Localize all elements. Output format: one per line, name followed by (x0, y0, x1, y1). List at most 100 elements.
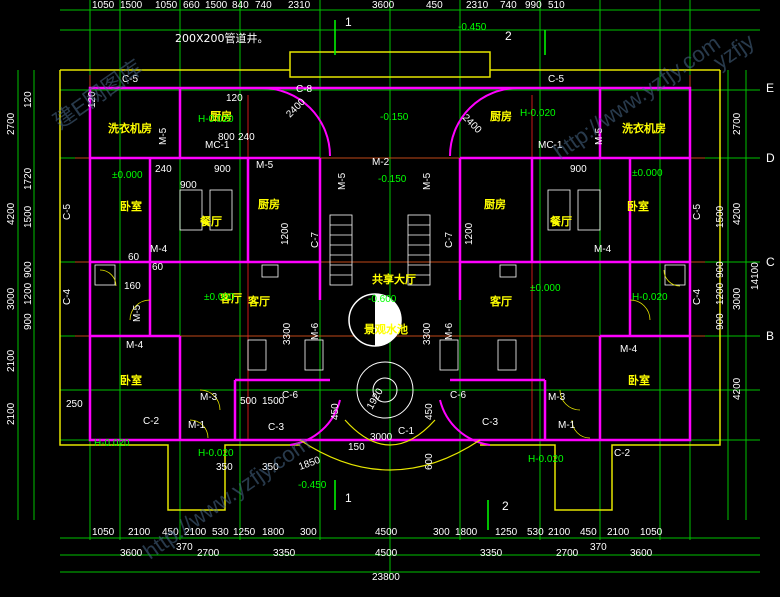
door-tag: M-4 (620, 344, 638, 355)
interior-dim: 160 (124, 281, 141, 292)
left-dim: 3000 (6, 287, 17, 310)
door-tag: M-6 (444, 322, 455, 340)
top-dim: 2310 (466, 0, 489, 11)
hall-bay (299, 419, 481, 471)
bottom-dim: 530 (212, 527, 229, 538)
room-bedroom-br: 卧室 (628, 373, 650, 387)
room-kitchen2-right: 厨房 (484, 197, 506, 211)
interior-dim: 240 (238, 132, 255, 143)
room-shared-hall: 共享大厅 (372, 272, 416, 286)
left-dim: 2100 (6, 349, 17, 372)
left-dim: 1720 (23, 167, 34, 190)
total-height: 14100 (750, 262, 761, 290)
left-dim: 1500 (23, 205, 34, 228)
top-dim: 2310 (288, 0, 311, 11)
shaft-note: 200X200管道井。 (175, 31, 269, 45)
room-bedroom-tl: 卧室 (120, 199, 142, 213)
top-dim: 660 (183, 0, 200, 11)
fountain-symbol (348, 293, 414, 419)
top-dim: 740 (500, 0, 517, 11)
door-tag: M-4 (126, 340, 144, 351)
window-tag: C-4 (692, 288, 703, 305)
outer-outline (59, 51, 721, 511)
right-dim: 900 (715, 261, 726, 278)
bottom-dim: 3350 (480, 548, 503, 559)
window-tag: C-7 (444, 231, 455, 248)
section-mark: 1 (345, 15, 352, 29)
door-tag: M-5 (158, 127, 169, 145)
bottom-dim: 2100 (548, 527, 571, 538)
window-tag: C-5 (692, 203, 703, 220)
top-dim: 3600 (372, 0, 395, 11)
interior-dim: 1200 (464, 222, 475, 245)
level-mark: -0.150 (380, 112, 409, 123)
level-mark: H-0.020 (520, 108, 556, 119)
room-living-left-2: 客厅 (247, 294, 270, 308)
room-dining-right: 餐厅 (549, 214, 572, 228)
bottom-dim: 1800 (455, 527, 478, 538)
door-tag: M-5 (132, 304, 143, 322)
level-mark: H-0.020 (198, 114, 234, 125)
level-mark: ±0.000 (112, 170, 143, 181)
window-tag: C-7 (310, 231, 321, 248)
room-labels: 洗衣机房 洗衣机房 厨房 厨房 厨房 厨房 卧室 卧室 餐厅 餐厅 客厅 客厅 … (108, 109, 666, 387)
left-dim: 120 (23, 91, 34, 108)
bottom-dim: 3600 (630, 548, 653, 559)
room-living-right: 客厅 (489, 294, 512, 308)
watermark: yzfjy (709, 28, 759, 74)
bottom-dim: 1050 (640, 527, 663, 538)
room-kitchen2-left: 厨房 (258, 197, 280, 211)
top-dimensions: 1050 1500 1050 660 1500 840 740 2310 360… (92, 0, 565, 513)
left-dimensions: 2700 4200 3000 2100 2100 120 1720 1500 9… (6, 91, 34, 425)
level-mark: H-0.020 (94, 438, 130, 449)
room-bedroom-tr: 卧室 (627, 199, 649, 213)
interior-dim: 350 (262, 462, 279, 473)
door-tag: M-4 (594, 244, 612, 255)
top-dim: 1500 (120, 0, 143, 11)
bottom-dim: 1050 (92, 527, 115, 538)
interior-dim: 120 (87, 91, 98, 108)
door-tag: M-2 (372, 157, 390, 168)
interior-dim: 900 (214, 164, 231, 175)
window-tag: C-6 (282, 390, 299, 401)
door-tag: MC-1 (205, 140, 230, 151)
bottom-dim: 450 (162, 527, 179, 538)
axis-label-c: C (766, 255, 775, 269)
top-dim: 1050 (92, 0, 115, 11)
top-dim: 840 (232, 0, 249, 11)
room-bedroom-bl: 卧室 (120, 373, 142, 387)
interior-dim: 600 (424, 453, 435, 470)
bottom-dim: 2100 (184, 527, 207, 538)
window-tag: C-1 (398, 426, 415, 437)
curved-walls (261, 87, 519, 446)
bottom-dim: 2100 (607, 527, 630, 538)
window-tag: C-3 (482, 417, 499, 428)
bottom-dim: 300 (300, 527, 317, 538)
interior-dim: 800 (218, 132, 235, 143)
level-mark: ±0.000 (204, 292, 235, 303)
door-tag: M-5 (337, 172, 348, 190)
opening-tags: C-5 C-5 C-5 C-5 C-4 C-4 C-2 C-2 C-3 C-3 … (62, 74, 703, 459)
door-tag: M-1 (188, 420, 206, 431)
interior-dim: 250 (66, 399, 83, 410)
top-dim: 740 (255, 0, 272, 11)
interior-dim: 150 (348, 442, 365, 453)
watermark: http://www.yzfjy.com (549, 30, 725, 164)
door-tag: M-3 (200, 392, 218, 403)
window-tag: C-5 (62, 203, 73, 220)
left-dim: 4200 (6, 202, 17, 225)
level-mark: -0.150 (378, 174, 407, 185)
window-tag: C-6 (450, 390, 467, 401)
right-dim: 4200 (732, 202, 743, 225)
interior-dim: 450 (424, 403, 435, 420)
level-mark: H-0.020 (632, 292, 668, 303)
bottom-dim: 1250 (495, 527, 518, 538)
left-dim: 900 (23, 313, 34, 330)
interior-dim: 60 (128, 252, 140, 263)
interior-dim: 900 (570, 164, 587, 175)
bottom-dim: 2700 (556, 548, 579, 559)
interior-dim: 60 (152, 262, 164, 273)
window-tag: C-5 (122, 74, 139, 85)
axis-label-e: E (766, 81, 774, 95)
top-dim: 990 (525, 0, 542, 11)
